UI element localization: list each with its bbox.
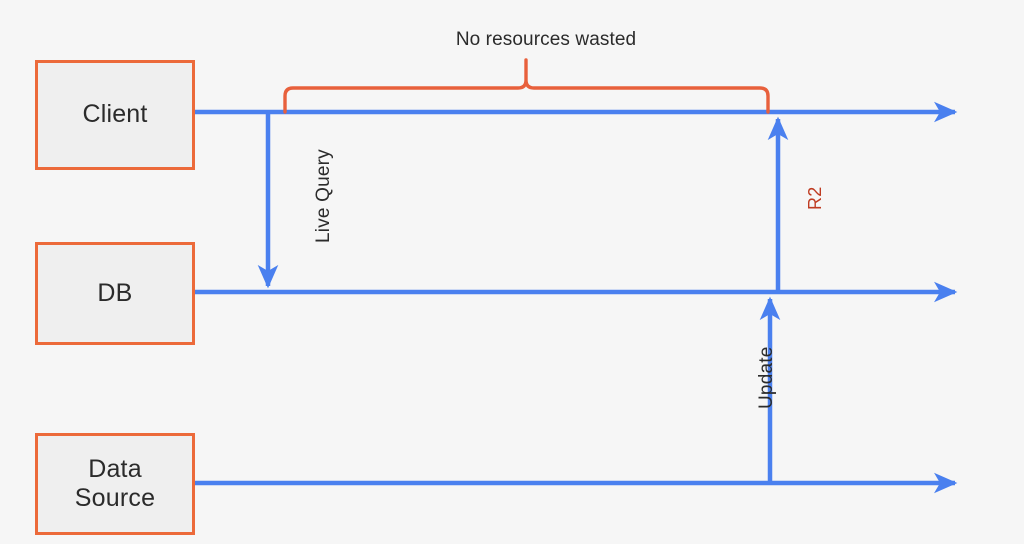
participant-box-data-source[interactable]: Data Source [35, 433, 195, 535]
participant-box-client[interactable]: Client [35, 60, 195, 170]
annotation-label-no-resources-wasted: No resources wasted [455, 29, 637, 50]
message-label-live-query: Live Query [313, 149, 334, 243]
curly-brace-no-resources-wasted [283, 58, 770, 114]
message-label-update: Update [756, 346, 777, 409]
participant-box-db[interactable]: DB [35, 242, 195, 345]
participant-label-db: DB [97, 278, 133, 307]
participant-label-data-source: Data Source [74, 454, 156, 513]
message-label-r2: R2 [805, 186, 825, 210]
participant-label-client: Client [82, 100, 148, 129]
